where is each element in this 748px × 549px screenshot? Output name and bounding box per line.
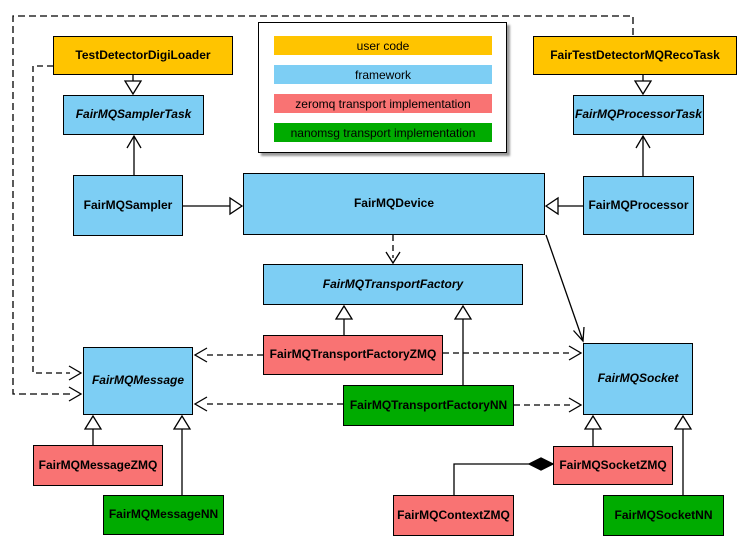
edge-factorynn-factory xyxy=(453,304,473,385)
edge-messagezmq-message xyxy=(83,414,103,445)
node-fairmqsocketzmq: FairMQSocketZMQ xyxy=(553,446,673,485)
node-fairmqprocessor: FairMQProcessor xyxy=(583,176,694,235)
edge-recotask-message xyxy=(12,15,634,402)
node-fairmqmessagenn: FairMQMessageNN xyxy=(103,495,224,535)
legend-item-nanomsg: nanomsg transport implementation xyxy=(274,123,492,142)
node-testdetectordigiloader: TestDetectorDigiLoader xyxy=(53,36,233,75)
node-fairmqsamplertask: FairMQSamplerTask xyxy=(63,95,204,135)
edge-factoryzmq-message xyxy=(193,347,263,363)
node-fairmqprocessortask: FairMQProcessorTask xyxy=(573,95,704,135)
edge-factorynn-message xyxy=(193,396,343,412)
edge-factorynn-socket xyxy=(514,397,583,413)
edge-digiloader-message xyxy=(32,65,83,381)
edge-sampler-device xyxy=(183,196,244,216)
edge-factoryzmq-socket xyxy=(443,345,583,361)
edge-messagenn-message xyxy=(172,414,192,495)
edge-factoryzmq-factory xyxy=(334,304,354,335)
edge-digiloader-samplertask xyxy=(123,75,143,96)
legend: user code framework zeromq transport imp… xyxy=(258,22,507,153)
edge-sampler-samplertask xyxy=(126,134,142,175)
node-fairmqcontextzmq: FairMQContextZMQ xyxy=(393,495,514,536)
node-fairmqtransportfactorynn: FairMQTransportFactoryNN xyxy=(343,385,514,426)
node-fairmqtransportfactory: FairMQTransportFactory xyxy=(263,264,523,305)
node-fairmqdevice: FairMQDevice xyxy=(243,173,545,235)
node-fairmqmessage: FairMQMessage xyxy=(83,347,193,415)
edge-socketzmq-socket xyxy=(583,414,603,446)
edge-device-socket xyxy=(545,234,585,343)
node-fairtestdetectormqrecotask: FairTestDetectorMQRecoTask xyxy=(533,36,737,75)
node-fairmqsocketnn: FairMQSocketNN xyxy=(603,495,724,536)
edge-socketnn-socket xyxy=(673,414,693,495)
node-fairmqsampler: FairMQSampler xyxy=(73,175,183,236)
node-fairmqmessagezmq: FairMQMessageZMQ xyxy=(33,445,163,486)
edge-processor-device xyxy=(544,196,583,216)
edge-contextzmq-socketzmq xyxy=(453,457,555,495)
node-fairmqtransportfactoryzmq: FairMQTransportFactoryZMQ xyxy=(263,335,443,375)
legend-item-zeromq: zeromq transport implementation xyxy=(274,94,492,113)
node-fairmqsocket: FairMQSocket xyxy=(583,343,693,415)
edge-processor-processortask xyxy=(635,134,651,176)
legend-item-framework: framework xyxy=(274,65,492,84)
edge-device-factory xyxy=(385,235,401,265)
edge-recotask-processortask xyxy=(633,75,653,96)
legend-item-user-code: user code xyxy=(274,36,492,55)
